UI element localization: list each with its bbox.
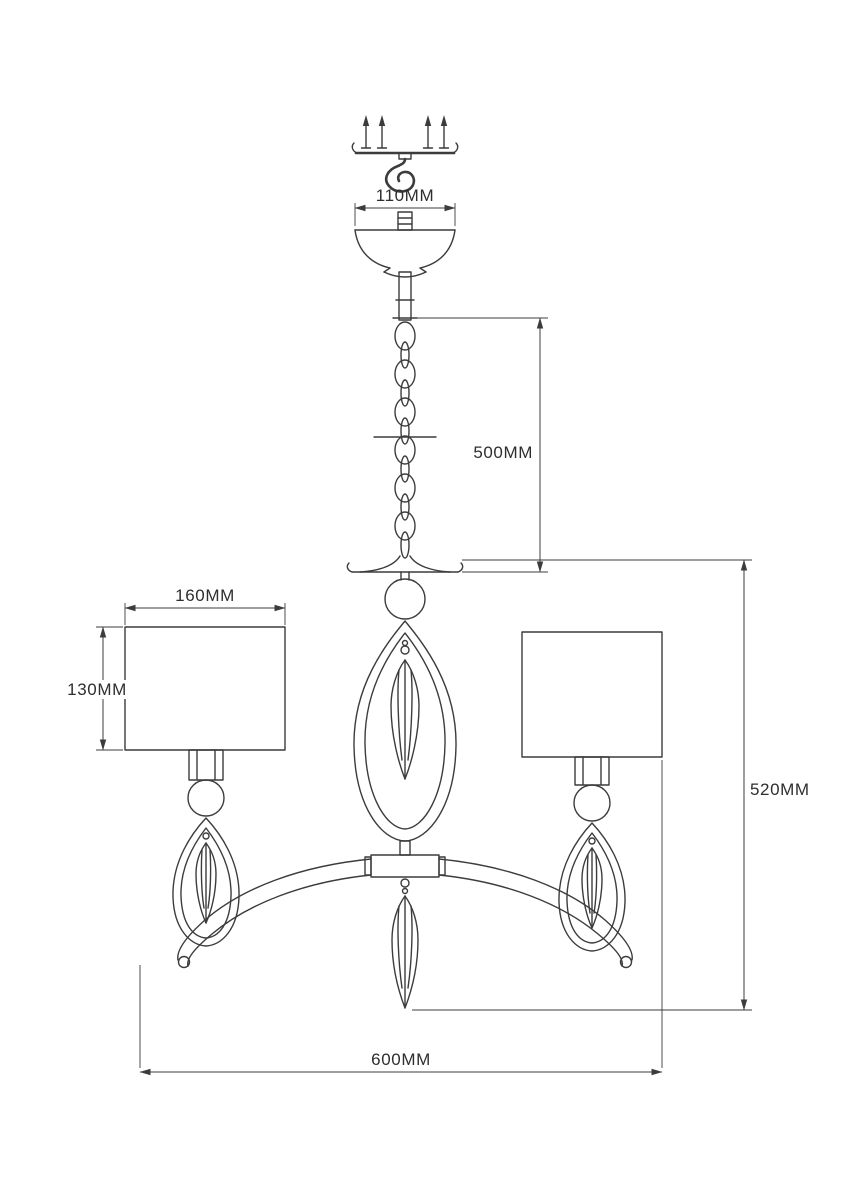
dim-fixture-height: 520MM	[412, 559, 810, 1011]
dim-fixture-width: 600MM	[139, 760, 663, 1076]
right-shade	[521, 631, 663, 758]
left-teardrop-loop	[172, 817, 240, 947]
dim-label-chain-length: 500MM	[473, 443, 533, 462]
canopy	[354, 229, 456, 278]
mounting-screw-icon	[438, 115, 450, 149]
left-light-assembly	[124, 626, 286, 947]
left-crystal-drop	[195, 832, 217, 924]
chain-link	[400, 455, 410, 483]
left-sphere	[187, 779, 225, 817]
central-sphere	[384, 578, 426, 620]
chain-link	[394, 435, 416, 465]
right-socket	[574, 756, 610, 786]
dimension-annotations: 110MM 500MM 160MM 130MM	[58, 186, 810, 1076]
mounting-screw-icon	[376, 115, 388, 149]
canopy-assembly	[354, 211, 456, 321]
right-crystal-drop	[581, 837, 603, 929]
chain-link	[394, 511, 416, 541]
central-body	[177, 555, 633, 1009]
dim-label-canopy-width: 110MM	[376, 186, 434, 205]
right-arm	[438, 858, 633, 969]
chain-link	[400, 493, 410, 521]
stem-top	[397, 211, 413, 231]
dim-shade-width: 160MM	[124, 586, 286, 625]
arm-hub	[364, 840, 446, 878]
central-crystal-drop	[390, 639, 420, 780]
dim-label-fixture-height: 520MM	[750, 780, 810, 799]
dim-label-shade-width: 160MM	[175, 586, 235, 605]
left-shade	[124, 626, 286, 751]
bottom-pendant-crystal	[391, 878, 419, 1009]
top-plate	[346, 555, 464, 581]
chain-link	[394, 473, 416, 503]
chain-link	[394, 397, 416, 427]
ceiling-hook-icon	[385, 157, 416, 193]
ceiling-mount	[351, 115, 459, 193]
hanging-chain	[373, 321, 437, 559]
chain-link	[400, 341, 410, 369]
mounting-plate	[351, 142, 459, 160]
dim-shade-height: 130MM	[58, 626, 136, 751]
right-teardrop-loop	[558, 822, 626, 952]
dim-chain-length: 500MM	[417, 317, 548, 573]
mounting-screw-icon	[360, 115, 372, 149]
dim-canopy-width: 110MM	[354, 186, 456, 226]
left-arm	[177, 858, 372, 969]
right-sphere	[573, 784, 611, 822]
chain-link	[394, 359, 416, 389]
stem-lower	[392, 271, 418, 321]
chain-link	[400, 417, 410, 445]
mounting-screw-icon	[422, 115, 434, 149]
chain-link	[400, 379, 410, 407]
chain-link	[400, 531, 410, 559]
right-light-assembly	[521, 631, 663, 952]
dim-label-shade-height: 130MM	[67, 680, 127, 699]
chain-link	[394, 321, 416, 351]
dim-label-fixture-width: 600MM	[371, 1050, 431, 1069]
left-socket	[188, 749, 224, 781]
